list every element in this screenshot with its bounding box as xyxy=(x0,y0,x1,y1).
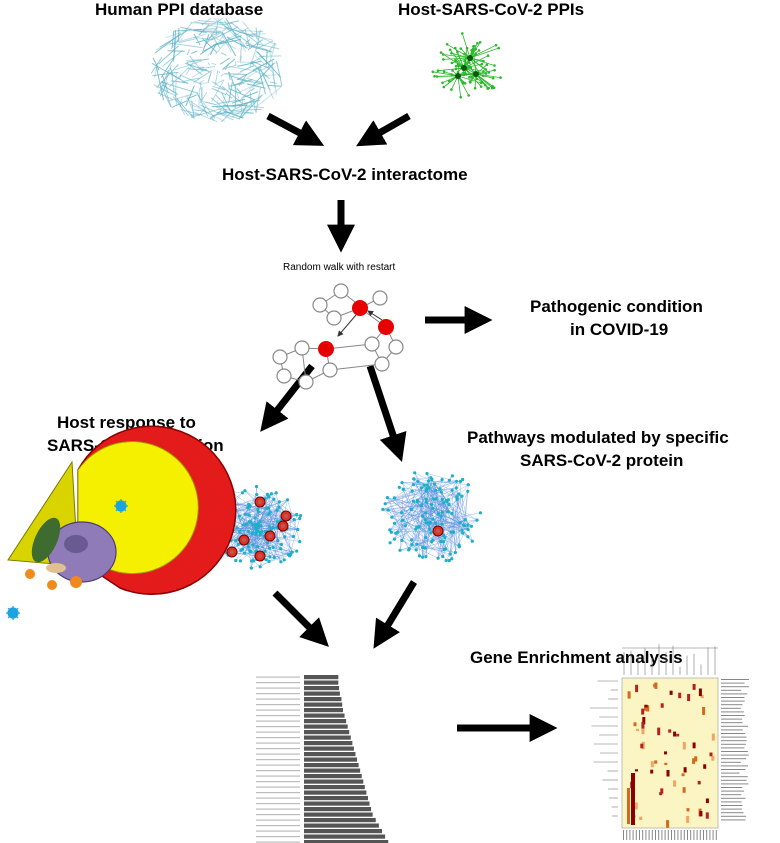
pathogenic-label-1: Pathogenic condition xyxy=(530,297,703,316)
virus-icon xyxy=(114,499,128,513)
arrow-icon xyxy=(139,112,558,742)
cell-icon xyxy=(7,425,237,595)
gene-enrichment-label: Gene Enrichment analysis xyxy=(470,648,683,667)
network-icon xyxy=(381,471,482,563)
network-icon xyxy=(203,484,303,570)
host-ppi-label: Host-SARS-CoV-2 PPIs xyxy=(398,0,585,19)
random-walk-graph xyxy=(272,283,404,390)
human-ppi-label: Human PPI database xyxy=(95,0,264,19)
pathways-label-1: Pathways modulated by specific xyxy=(467,428,729,447)
virus-icon xyxy=(6,606,20,620)
pathogenic-label-2: in COVID-19 xyxy=(570,320,669,339)
rwr-label: Random walk with restart xyxy=(283,262,396,273)
host-ppi-network xyxy=(431,32,502,99)
barchart-icon xyxy=(256,675,389,843)
pathways-label-2: SARS-CoV-2 protein xyxy=(520,451,684,470)
interactome-label: Host-SARS-CoV-2 interactome xyxy=(222,165,468,184)
human-ppi-network xyxy=(150,17,283,123)
heatmap-icon xyxy=(590,644,749,840)
